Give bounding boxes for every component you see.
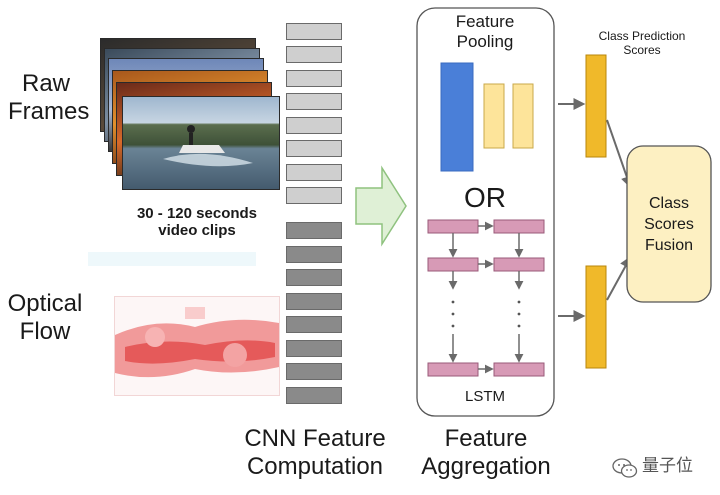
optical-flow-line-2: Flow [19,317,71,345]
fusion-line-3: Fusion [644,236,694,254]
optical-flow-label: Optical Flow [0,290,90,345]
score-bar-top [585,54,607,158]
wechat-icon [612,458,638,478]
clip-caption: 30 - 120 seconds video clips [112,205,282,240]
fusion-box [626,145,712,303]
clip-caption-line-1: 30 - 120 seconds [136,205,258,222]
cnn-cell [286,46,342,63]
watermark-text: 量子位 [642,456,693,475]
clip-caption-line-2: video clips [158,222,236,240]
pool-yellow-bar [483,83,505,149]
separator-band [88,252,256,266]
watermark: 量子位 [612,456,716,480]
fusion-label: Class Scores Fusion [627,194,711,256]
fusion-line-2: Scores [644,215,694,233]
pool-yellow-bar [512,83,534,149]
cnn-cell [286,363,342,380]
cnn-cell [286,222,342,239]
optical-flow-line-1: Optical [7,290,83,317]
raw-frames-line-2: Frames [8,97,90,125]
cnn-cell [286,187,342,204]
pool-blue-bar [440,62,474,172]
feature-pooling-line-1: Feature [455,12,515,31]
raw-frames-line-1: Raw [21,70,70,97]
cnn-feature-line-1: CNN Feature [244,425,386,452]
fusion-line-1: Class [648,195,689,212]
cnn-cell [286,140,342,157]
cnn-cell [286,70,342,87]
front-video-frame [122,96,280,190]
boat-silhouette [163,125,253,167]
cnn-cell [286,340,342,357]
class-prediction-line-1: Class Prediction [598,29,686,43]
raw-frames-label: Raw Frames [8,70,90,125]
class-prediction-label: Class Prediction Scores [572,29,712,58]
cnn-cell [286,23,342,40]
feature-aggregation-label: Feature Aggregation [416,425,556,480]
cnn-cell [286,246,342,263]
class-prediction-line-2: Scores [623,42,661,57]
lstm-label: LSTM [464,388,505,405]
lstm-grid [427,219,545,377]
cnn-cell [286,164,342,181]
cnn-cell [286,269,342,286]
feature-aggregation-line-2: Aggregation [421,452,551,480]
feature-pooling-line-2: Pooling [456,31,514,51]
feature-pooling-label: Feature Pooling [420,12,550,51]
green-arrow [355,165,407,247]
cnn-feature-line-2: Computation [246,452,384,480]
cnn-cell [286,117,342,134]
optical-flow-pattern [115,307,279,378]
feature-aggregation-line-1: Feature [444,425,528,452]
cnn-cell [286,387,342,404]
cnn-feature-label: CNN Feature Computation [230,425,400,480]
cnn-cell [286,93,342,110]
cnn-cell [286,316,342,333]
or-label: OR [464,182,506,213]
cnn-cell [286,293,342,310]
score-bar-bottom [585,265,607,369]
optical-flow-image [114,296,280,396]
